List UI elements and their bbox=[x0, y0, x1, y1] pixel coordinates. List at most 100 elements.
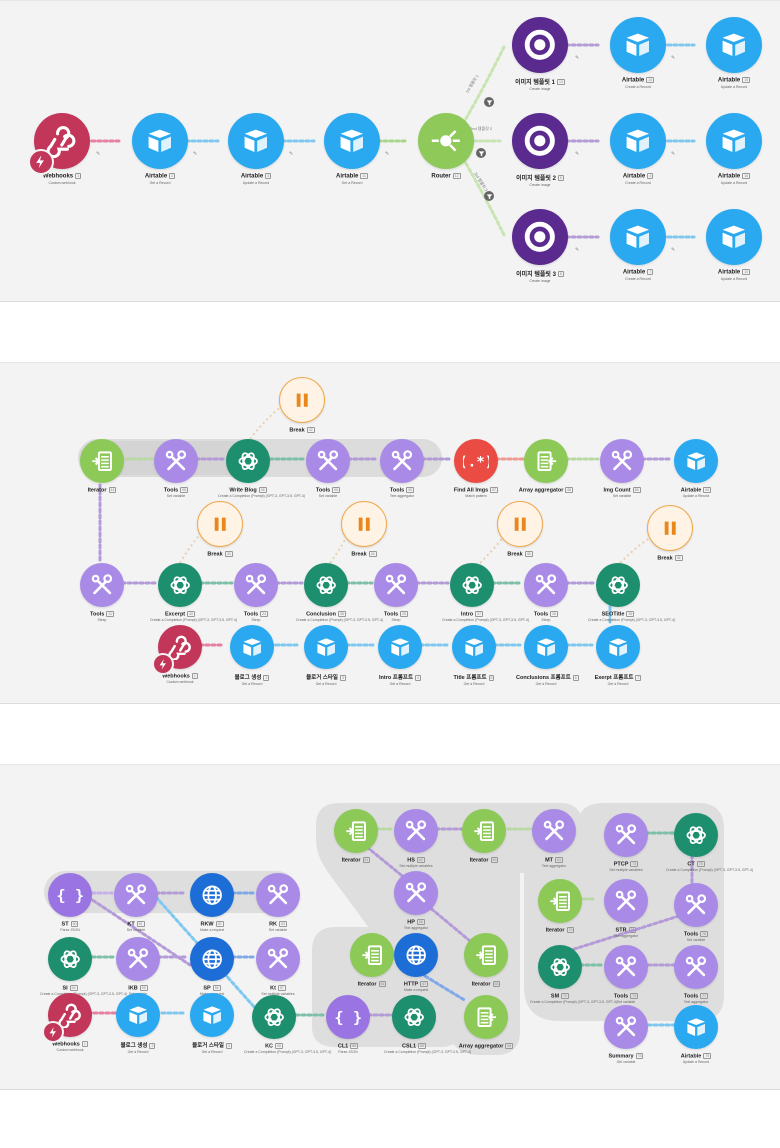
module-bubble[interactable] bbox=[256, 937, 300, 981]
module-bubble[interactable] bbox=[596, 625, 640, 669]
module-bubble[interactable] bbox=[197, 501, 243, 547]
module-bubble[interactable] bbox=[190, 993, 234, 1037]
module-bubble[interactable] bbox=[154, 439, 198, 483]
connection-settings-icon[interactable]: ✎ bbox=[289, 151, 294, 157]
module-bubble[interactable] bbox=[392, 995, 436, 1039]
module-bubble[interactable] bbox=[524, 625, 568, 669]
module-bubble[interactable] bbox=[647, 505, 693, 551]
module-bubble[interactable] bbox=[279, 377, 325, 423]
module-bubble[interactable] bbox=[604, 879, 648, 923]
module-bubble[interactable] bbox=[538, 945, 582, 989]
module-bubble[interactable] bbox=[674, 945, 718, 989]
filter-icon[interactable] bbox=[476, 148, 486, 158]
module-bubble[interactable] bbox=[604, 945, 648, 989]
module-bubble[interactable] bbox=[256, 873, 300, 917]
module-bubble[interactable] bbox=[334, 809, 378, 853]
module-bubble[interactable] bbox=[378, 625, 422, 669]
module-bubble[interactable] bbox=[374, 563, 418, 607]
module-bubble[interactable] bbox=[610, 17, 666, 73]
connection-settings-icon[interactable]: ✎ bbox=[575, 151, 580, 157]
connection-settings-icon[interactable]: ✎ bbox=[671, 55, 676, 61]
module-bubble[interactable] bbox=[132, 113, 188, 169]
module-bubble[interactable]: { } bbox=[48, 873, 92, 917]
module-bubble[interactable] bbox=[604, 1005, 648, 1049]
module-bubble[interactable] bbox=[114, 873, 158, 917]
module-bubble[interactable] bbox=[226, 439, 270, 483]
module-bubble[interactable] bbox=[304, 563, 348, 607]
module-ikb[interactable]: IKB55Set variable bbox=[108, 937, 168, 996]
connection-settings-icon[interactable]: ✎ bbox=[671, 151, 676, 157]
module-bubble[interactable] bbox=[610, 113, 666, 169]
module-bubble[interactable] bbox=[610, 209, 666, 265]
module-bubble[interactable] bbox=[304, 625, 348, 669]
module-bubble[interactable] bbox=[706, 113, 762, 169]
module-bubble[interactable] bbox=[394, 933, 438, 977]
filter-icon[interactable] bbox=[484, 191, 494, 201]
module-bubble[interactable] bbox=[462, 809, 506, 853]
module-bubble[interactable] bbox=[674, 1005, 718, 1049]
module-bubble[interactable] bbox=[524, 563, 568, 607]
module-bubble[interactable] bbox=[80, 563, 124, 607]
module-bubble[interactable] bbox=[497, 501, 543, 547]
connection-settings-icon[interactable]: ✎ bbox=[671, 247, 676, 253]
connection-settings-icon[interactable]: ✎ bbox=[96, 151, 101, 157]
module-bubble[interactable] bbox=[464, 995, 508, 1039]
module-bubble[interactable] bbox=[674, 439, 718, 483]
module-bubble[interactable] bbox=[674, 883, 718, 927]
module-bubble[interactable] bbox=[512, 209, 568, 265]
connection-settings-icon[interactable]: ✎ bbox=[193, 151, 198, 157]
module-bubble[interactable] bbox=[394, 809, 438, 853]
module-bubble[interactable] bbox=[464, 933, 508, 977]
module-bubble[interactable] bbox=[674, 813, 718, 857]
module-bubble[interactable] bbox=[600, 439, 644, 483]
module-bubble[interactable] bbox=[512, 17, 568, 73]
